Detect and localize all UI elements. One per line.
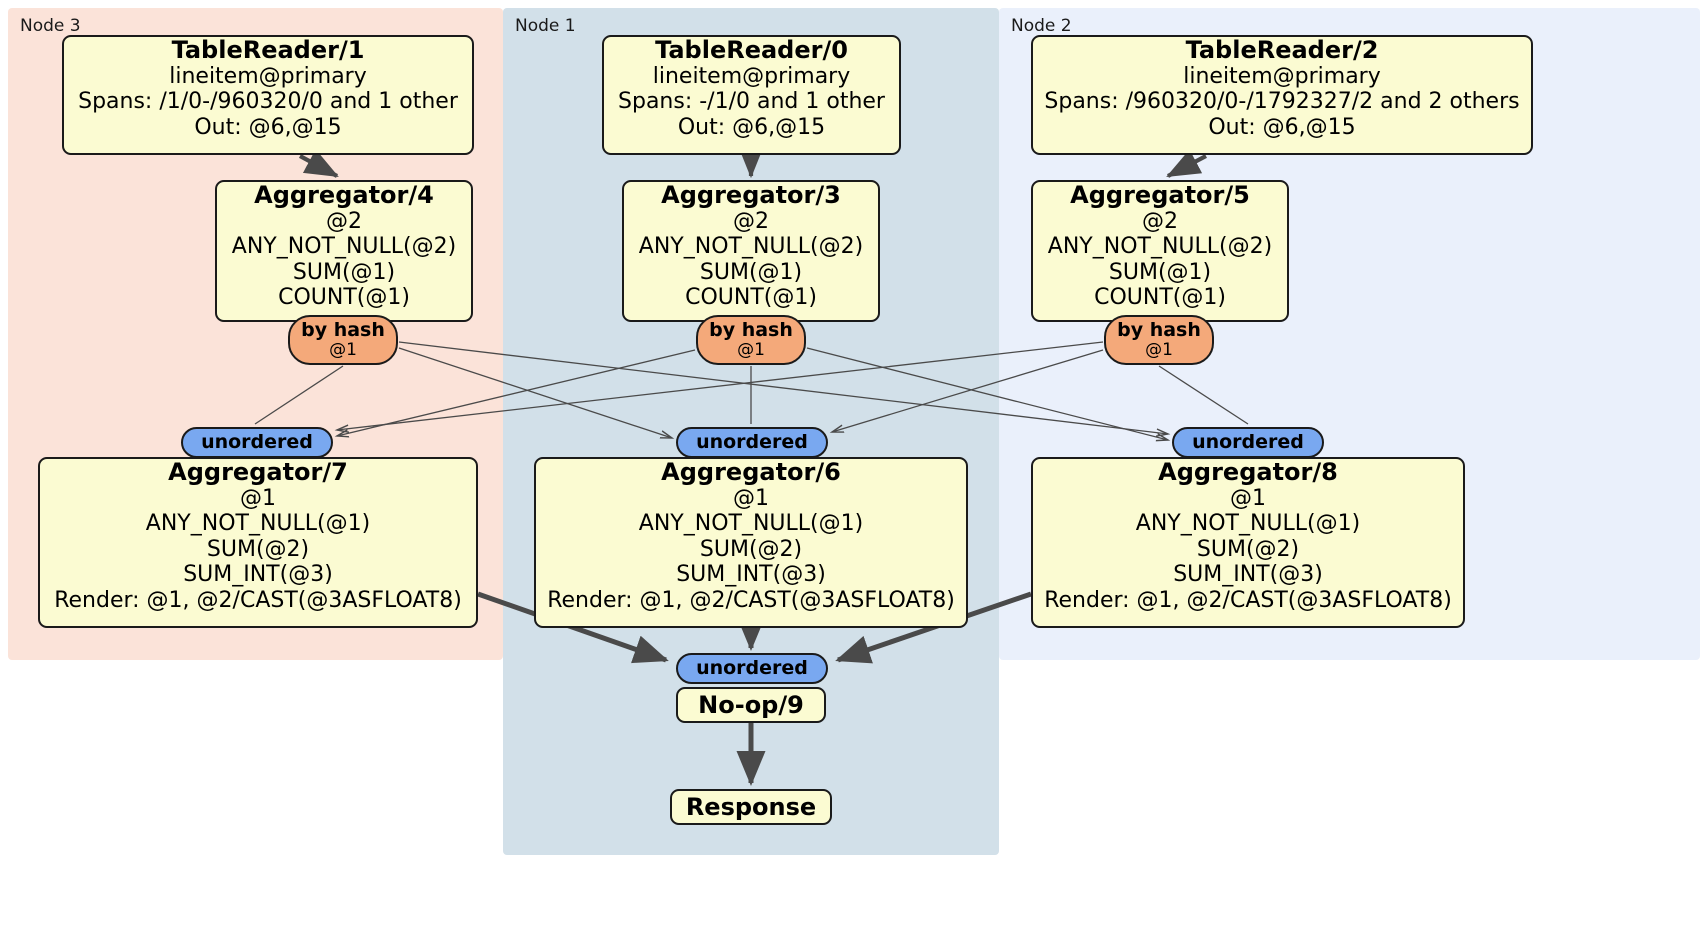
badge-hash5[interactable]: by hash@1 [1104, 315, 1214, 365]
processor-detail-line: SUM(@2) [1196, 536, 1300, 562]
processor-detail-line: ANY_NOT_NULL(@1) [1135, 511, 1361, 537]
processor-detail-line: Spans: /1/0-/960320/0 and 1 other [78, 89, 458, 115]
node-label-node-1: Node 1 [515, 16, 576, 36]
node-label-node-3: Node 3 [20, 16, 81, 36]
badge-unord8[interactable]: unordered [1172, 427, 1324, 458]
processor-detail-line: COUNT(@1) [1094, 285, 1226, 311]
processor-detail-line: ANY_NOT_NULL(@2) [231, 234, 457, 260]
processor-detail-line: Out: @6,@15 [1208, 114, 1356, 140]
badge-primary-label: by hash [1117, 319, 1201, 342]
processor-detail-line: @1 [1230, 485, 1266, 511]
processor-detail-line: Render: @1, @2/CAST(@3ASFLOAT8) [54, 587, 462, 613]
badge-unord9[interactable]: unordered [676, 653, 828, 684]
processor-detail-line: lineitem@primary [652, 63, 851, 89]
processor-detail-line: @2 [326, 208, 362, 234]
processor-title: Aggregator/5 [1070, 181, 1250, 209]
processor-detail-line: SUM(@1) [1108, 259, 1212, 285]
processor-detail-line: SUM(@2) [206, 536, 310, 562]
processor-title: TableReader/2 [1185, 36, 1379, 64]
badge-unord6[interactable]: unordered [676, 427, 828, 458]
badge-primary-label: unordered [696, 431, 808, 454]
processor-detail-line: @1 [733, 485, 769, 511]
processor-detail-line: ANY_NOT_NULL(@2) [638, 234, 864, 260]
badge-secondary-label: @1 [737, 340, 765, 361]
processor-detail-line: Render: @1, @2/CAST(@3ASFLOAT8) [1044, 587, 1452, 613]
processor-detail-line: Render: @1, @2/CAST(@3ASFLOAT8) [547, 587, 955, 613]
processor-detail-line: lineitem@primary [1183, 63, 1381, 89]
processor-title: Aggregator/8 [1158, 458, 1338, 486]
processor-response[interactable]: Response [670, 789, 832, 825]
badge-unord7[interactable]: unordered [181, 427, 333, 458]
processor-title: Response [685, 792, 817, 821]
processor-detail-line: @1 [240, 485, 276, 511]
processor-title: Aggregator/4 [254, 181, 434, 209]
badge-primary-label: unordered [696, 657, 808, 680]
processor-detail-line: Spans: /960320/0-/1792327/2 and 2 others [1044, 89, 1520, 115]
processor-detail-line: SUM(@1) [699, 259, 803, 285]
badge-primary-label: by hash [709, 319, 793, 342]
processor-detail-line: SUM_INT(@3) [183, 562, 333, 588]
node-label-node-2: Node 2 [1011, 16, 1072, 36]
processor-noop9[interactable]: No-op/9 [676, 687, 826, 723]
processor-title: No-op/9 [698, 690, 804, 719]
processor-title: TableReader/0 [655, 36, 848, 64]
badge-secondary-label: @1 [1145, 340, 1173, 361]
processor-detail-line: SUM(@1) [292, 259, 396, 285]
badge-primary-label: unordered [201, 431, 313, 454]
processor-title: Aggregator/6 [661, 458, 841, 486]
processor-detail-line: SUM_INT(@3) [676, 562, 826, 588]
processor-detail-line: SUM(@2) [699, 536, 803, 562]
badge-hash3[interactable]: by hash@1 [696, 315, 806, 365]
processor-detail-line: @2 [1142, 208, 1178, 234]
processor-detail-line: Spans: -/1/0 and 1 other [618, 89, 885, 115]
processor-detail-line: ANY_NOT_NULL(@1) [145, 511, 371, 537]
badge-primary-label: by hash [301, 319, 385, 342]
processor-detail-line: lineitem@primary [169, 63, 367, 89]
processor-detail-line: @2 [733, 208, 769, 234]
processor-detail-line: ANY_NOT_NULL(@1) [638, 511, 864, 537]
badge-secondary-label: @1 [329, 340, 357, 361]
badge-hash4[interactable]: by hash@1 [288, 315, 398, 365]
processor-detail-line: Out: @6,@15 [194, 114, 342, 140]
processor-detail-line: Out: @6,@15 [677, 114, 826, 140]
processor-detail-line: COUNT(@1) [685, 285, 817, 311]
processor-title: Aggregator/3 [661, 181, 841, 209]
badge-primary-label: unordered [1192, 431, 1304, 454]
processor-detail-line: COUNT(@1) [278, 285, 410, 311]
processor-title: TableReader/1 [171, 36, 365, 64]
processor-detail-line: ANY_NOT_NULL(@2) [1047, 234, 1273, 260]
processor-detail-line: SUM_INT(@3) [1173, 562, 1323, 588]
processor-title: Aggregator/7 [168, 458, 348, 486]
